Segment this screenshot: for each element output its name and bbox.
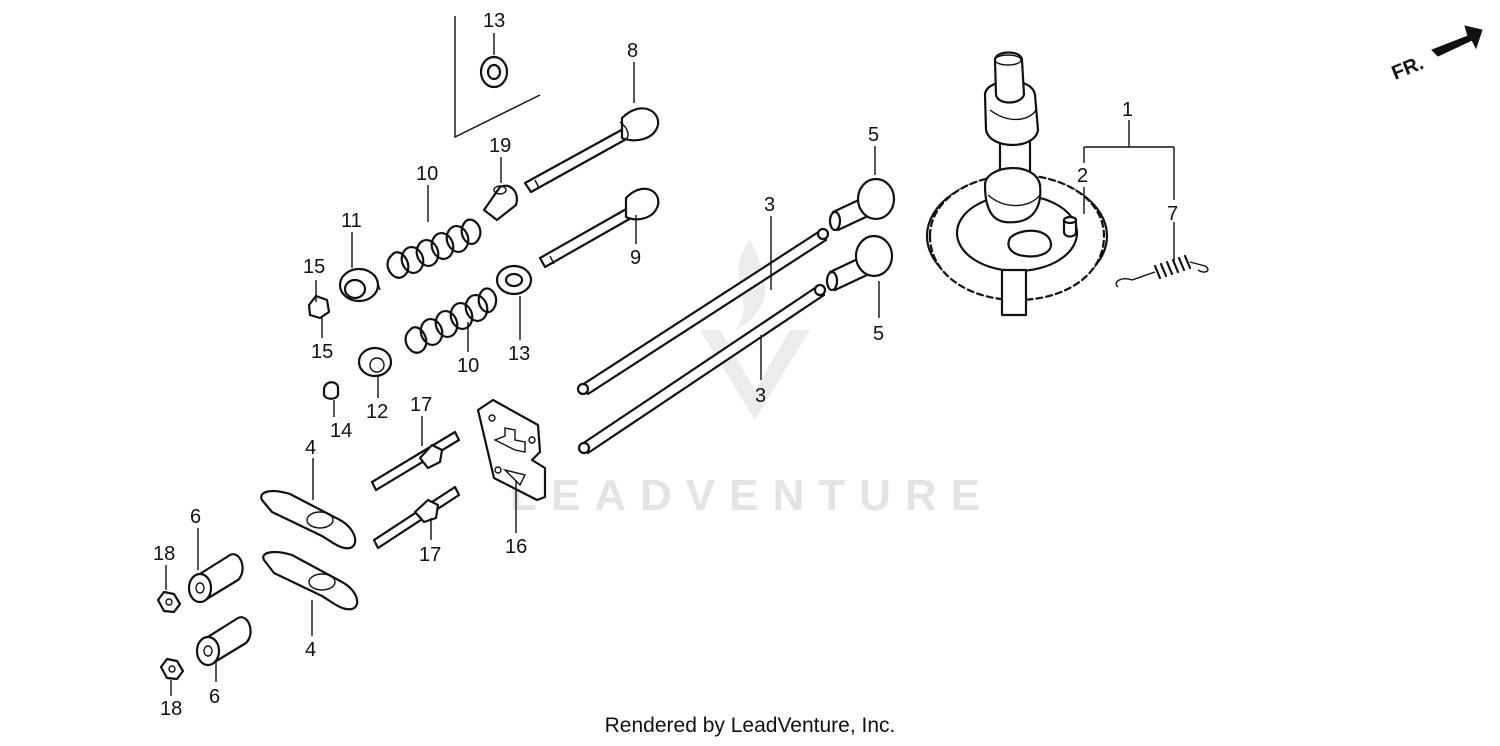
callout-4: 4 (305, 437, 316, 459)
part-4-rocker-arm-lower (262, 551, 359, 611)
callout-3: 3 (764, 194, 775, 216)
part-13-washer-lower (495, 264, 533, 296)
part-1-camshaft-assembly (925, 51, 1109, 317)
part-6-pivot-upper (187, 553, 244, 604)
callout-10: 10 (416, 163, 438, 185)
callout-4: 4 (305, 639, 316, 661)
callout-9: 9 (630, 247, 641, 269)
callout-2: 2 (1077, 165, 1088, 187)
callout-8: 8 (627, 40, 638, 62)
callout-13: 13 (508, 343, 530, 365)
front-direction-indicator: FR. (1389, 25, 1483, 85)
direction-label: FR. (1389, 52, 1427, 84)
part-3-pushrod-lower (577, 283, 827, 455)
part-4-rocker-arm-upper (260, 490, 357, 550)
callout-11: 11 (341, 210, 362, 232)
watermark-text: LEADVENTURE (510, 471, 994, 520)
leader-lines (165, 33, 1175, 696)
group-bracket-13 (454, 16, 541, 139)
part-5-tappet-lower (825, 234, 894, 292)
callout-labels: 13 8 19 10 11 15 15 9 13 10 12 14 3 3 5 … (153, 10, 1178, 720)
callout-7: 7 (1167, 203, 1178, 225)
part-6-pivot-lower (195, 616, 252, 667)
part-13-washer-top (479, 55, 509, 89)
callout-19: 19 (489, 135, 511, 157)
callout-18: 18 (160, 698, 182, 720)
callout-14: 14 (330, 420, 352, 442)
part-2-pin (1062, 215, 1078, 238)
callout-12: 12 (366, 401, 388, 423)
part-15-collet (307, 294, 331, 320)
callout-13: 13 (483, 10, 505, 32)
part-17-stud-upper (370, 430, 461, 492)
callout-5: 5 (873, 323, 884, 345)
part-18-nut-lower (159, 657, 185, 681)
callout-18: 18 (153, 543, 175, 565)
direction-arrow-icon (1431, 25, 1483, 57)
part-9-valve (538, 187, 660, 269)
watermark: LEADVENTURE (510, 240, 994, 520)
part-17-stud-lower (372, 485, 461, 550)
callout-6: 6 (209, 686, 220, 708)
callout-1: 1 (1122, 99, 1133, 121)
part-10-spring-upper (386, 218, 482, 279)
footer-credit: Rendered by LeadVenture, Inc. (604, 714, 896, 737)
callout-17: 17 (419, 544, 441, 566)
part-8-valve (523, 107, 660, 194)
part-10-spring-lower (404, 287, 498, 354)
part-18-nut-upper (156, 590, 182, 614)
callout-6: 6 (190, 506, 201, 528)
part-7-spring (1115, 254, 1209, 288)
part-5-tappet-upper (828, 177, 896, 232)
callout-5: 5 (868, 124, 879, 146)
part-16-gasket (476, 398, 547, 502)
part-14-cap (322, 381, 340, 400)
callout-16: 16 (505, 536, 527, 558)
callout-10: 10 (457, 355, 479, 377)
part-11-retainer (338, 267, 381, 303)
callout-3: 3 (755, 385, 766, 407)
part-12-retainer (357, 346, 393, 378)
part-19-stem-seal (482, 184, 518, 222)
callout-15: 15 (311, 341, 333, 363)
part-3-pushrod-upper (576, 227, 830, 396)
callout-17: 17 (410, 394, 432, 416)
callout-15: 15 (303, 256, 325, 278)
